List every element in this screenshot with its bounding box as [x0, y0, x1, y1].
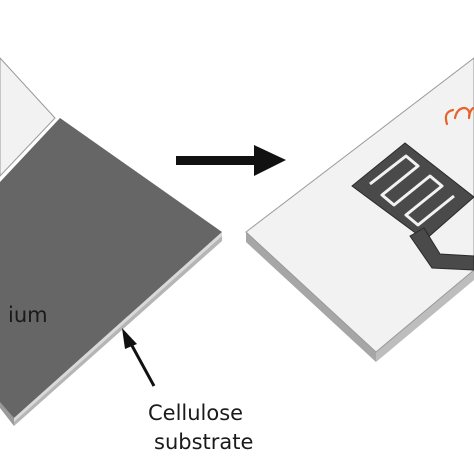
callout-line1: Cellulose — [148, 401, 243, 425]
coating-label: ium — [8, 303, 48, 327]
electrode-fingers — [369, 154, 455, 227]
callout-line2: substrate — [154, 430, 253, 454]
substrate-callout: Cellulose substrate — [122, 328, 253, 454]
coated-sheet: ium — [0, 57, 222, 426]
sheet-top — [245, 57, 474, 353]
callout-arrow-shaft — [128, 341, 156, 387]
coating-edge — [14, 232, 222, 422]
substrate-edge — [0, 400, 14, 426]
patterned-sheet — [245, 57, 474, 362]
metal-coating — [0, 118, 222, 418]
substrate-top — [0, 57, 56, 177]
sheet-side-left — [246, 232, 376, 362]
process-arrow — [176, 145, 286, 176]
callout-arrowhead — [122, 328, 137, 349]
electrode-lead — [409, 227, 474, 271]
sheet-side-right — [376, 270, 474, 362]
